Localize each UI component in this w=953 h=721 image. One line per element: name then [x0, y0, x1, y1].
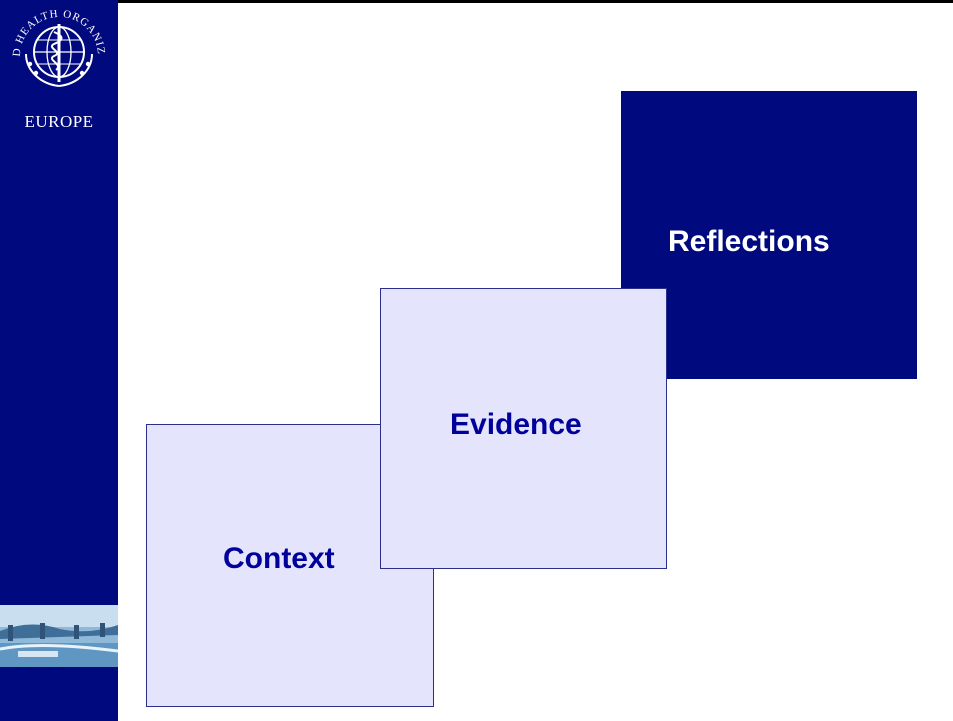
evidence-box: Evidence	[380, 288, 667, 569]
left-band: WORLD HEALTH ORGANIZATION EUROPE	[0, 0, 118, 721]
reflections-label: Reflections	[668, 225, 830, 258]
logo-region-text: EUROPE	[24, 112, 94, 131]
who-emblem-icon: WORLD HEALTH ORGANIZATION	[6, 10, 106, 87]
evidence-label: Evidence	[450, 408, 582, 441]
top-rule	[0, 0, 953, 3]
context-label: Context	[223, 542, 335, 575]
bridge-photo-icon	[0, 605, 118, 667]
reflections-box: Reflections	[621, 91, 917, 379]
